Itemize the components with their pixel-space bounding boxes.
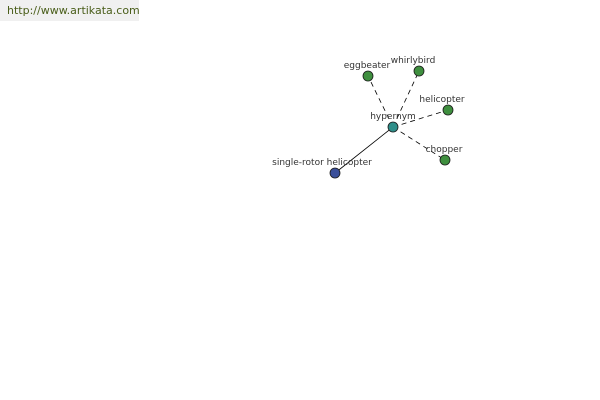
node-hypernym[interactable] [387,121,399,133]
node-label-chopper[interactable]: chopper [426,145,463,155]
source-banner: http://www.artikata.com [0,0,140,21]
edges-layer [334,70,449,174]
edge-eggbeater [367,75,394,128]
node-label-helicopter[interactable]: helicopter [419,95,464,105]
source-url[interactable]: http://www.artikata.com [7,4,140,17]
node-chopper[interactable] [439,154,451,166]
node-eggbeater[interactable] [362,70,374,82]
node-single-rotor-helicopter[interactable] [329,167,341,179]
node-label-single-rotor-helicopter[interactable]: single-rotor helicopter [272,158,372,168]
node-helicopter[interactable] [442,104,454,116]
node-whirlybird[interactable] [413,65,425,77]
edge-whirlybird [392,70,420,128]
node-label-hypernym[interactable]: hypernym [370,112,416,122]
node-label-eggbeater[interactable]: eggbeater [344,61,391,71]
edge-single-rotor-helicopter [334,126,394,174]
edge-chopper [392,126,446,161]
edge-helicopter [392,109,449,128]
nodes-layer [329,65,454,179]
node-label-whirlybird[interactable]: whirlybird [391,56,436,66]
